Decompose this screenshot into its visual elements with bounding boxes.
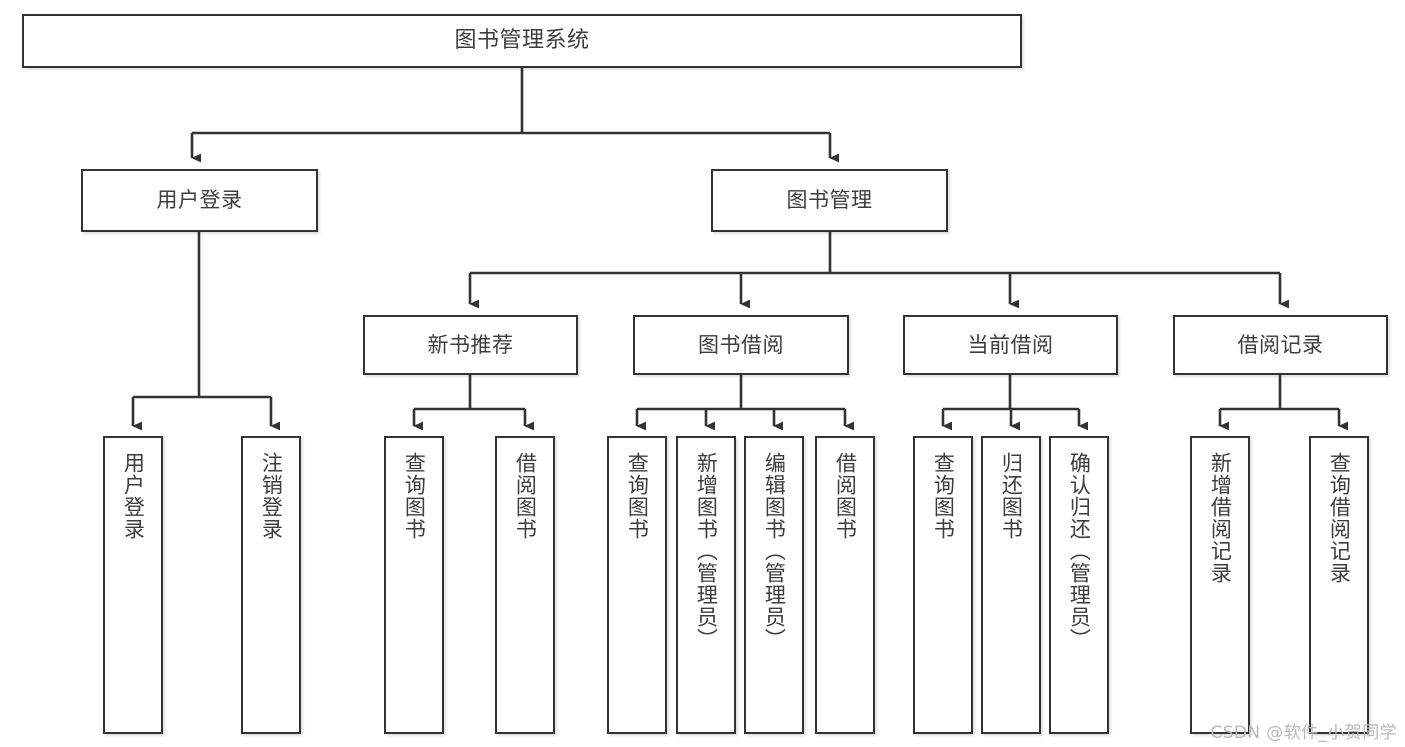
node-book-management-label: 图书管理 — [786, 188, 873, 213]
node-leaf-add-book[interactable]: 新增图书（管理员） — [676, 436, 736, 734]
watermark-text: CSDN @软件_小贺同学 — [1210, 723, 1397, 743]
node-leaf-add-book-label: 新增图书（管理员） — [694, 452, 719, 650]
node-leaf-query-book-1-label: 查询图书 — [402, 452, 427, 540]
node-book-borrow[interactable]: 图书借阅 — [633, 315, 849, 375]
node-leaf-add-borrow-record[interactable]: 新增借阅记录 — [1190, 436, 1250, 734]
node-leaf-borrow-book-2[interactable]: 借阅图书 — [815, 436, 875, 734]
node-leaf-user-login[interactable]: 用户登录 — [103, 436, 163, 734]
node-leaf-user-logout[interactable]: 注销登录 — [241, 436, 301, 734]
node-leaf-query-borrow-record[interactable]: 查询借阅记录 — [1309, 436, 1369, 734]
node-current-borrow[interactable]: 当前借阅 — [903, 315, 1118, 375]
node-leaf-add-borrow-record-label: 新增借阅记录 — [1208, 452, 1233, 584]
node-leaf-return-book[interactable]: 归还图书 — [981, 436, 1041, 734]
node-leaf-edit-book[interactable]: 编辑图书（管理员） — [744, 436, 804, 734]
node-book-borrow-label: 图书借阅 — [698, 332, 784, 357]
node-leaf-query-book-3[interactable]: 查询图书 — [913, 436, 973, 734]
node-root-label: 图书管理系统 — [454, 28, 590, 54]
node-leaf-query-book-1[interactable]: 查询图书 — [384, 436, 444, 734]
node-leaf-borrow-book-1-label: 借阅图书 — [513, 452, 538, 540]
node-leaf-confirm-return-label: 确认归还（管理员） — [1067, 452, 1092, 650]
node-new-book-recommend-label: 新书推荐 — [427, 332, 514, 357]
node-user-login[interactable]: 用户登录 — [81, 169, 318, 232]
node-leaf-confirm-return[interactable]: 确认归还（管理员） — [1049, 436, 1109, 734]
node-leaf-query-book-2-label: 查询图书 — [625, 452, 650, 540]
node-new-book-recommend[interactable]: 新书推荐 — [363, 315, 578, 375]
node-leaf-return-book-label: 归还图书 — [999, 452, 1024, 540]
node-leaf-edit-book-label: 编辑图书（管理员） — [762, 452, 787, 650]
node-root[interactable]: 图书管理系统 — [22, 14, 1022, 68]
node-borrow-record-label: 借阅记录 — [1237, 332, 1324, 357]
node-leaf-borrow-book-1[interactable]: 借阅图书 — [495, 436, 555, 734]
node-leaf-query-book-3-label: 查询图书 — [931, 452, 956, 540]
node-user-login-label: 用户登录 — [156, 188, 243, 213]
node-leaf-query-book-2[interactable]: 查询图书 — [607, 436, 667, 734]
node-leaf-borrow-book-2-label: 借阅图书 — [833, 452, 858, 540]
node-borrow-record[interactable]: 借阅记录 — [1173, 315, 1388, 375]
node-leaf-user-login-label: 用户登录 — [121, 452, 146, 540]
node-book-management[interactable]: 图书管理 — [711, 169, 948, 232]
node-leaf-query-borrow-record-label: 查询借阅记录 — [1327, 452, 1352, 584]
node-current-borrow-label: 当前借阅 — [967, 332, 1054, 357]
node-leaf-user-logout-label: 注销登录 — [259, 452, 284, 540]
